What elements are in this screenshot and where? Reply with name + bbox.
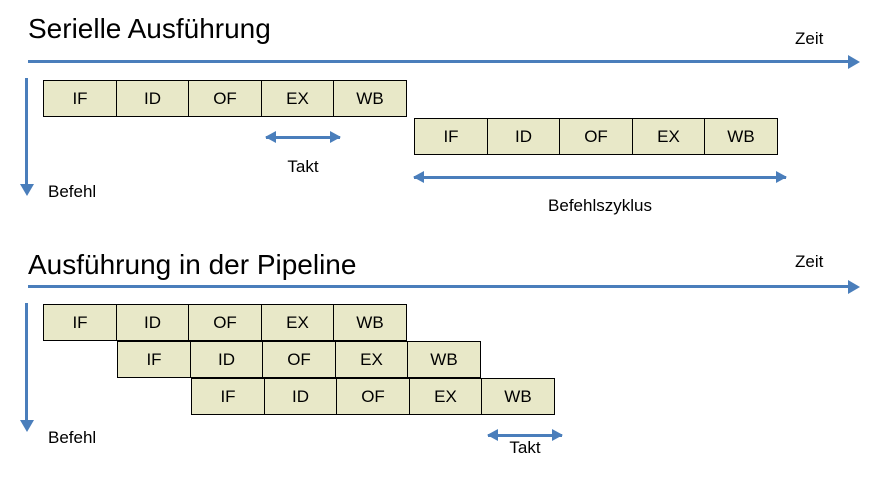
pipeline-stage-cell[interactable]: ID [115,80,190,117]
pipeline-stage-cell[interactable]: WB [704,118,778,155]
pipeline-stage-cell[interactable]: IF [191,378,265,415]
pipeline-stage-cell[interactable]: EX [260,304,335,341]
time-axis-arrowhead-pipeline [848,279,860,294]
measure-bar [266,136,340,139]
time-axis-line-pipeline [28,285,850,288]
instruction-axis-label-serial: Befehl [48,182,97,201]
pipeline-stage-cell[interactable]: WB [407,341,481,378]
measure-arrowhead-left [487,428,498,441]
instruction-axis-line-serial [25,78,28,186]
instruction-axis-label-pipeline: Befehl [48,428,97,447]
instruction-row: IF ID OF EX WB [117,341,481,378]
pipeline-stage-cell[interactable]: OF [188,304,262,341]
instruction-axis-arrowhead-pipeline [19,420,34,432]
measure-label-takt-serial: Takt [287,157,319,176]
instruction-axis-line-pipeline [25,303,28,422]
measure-arrowhead-right [330,130,341,143]
pipeline-stage-cell[interactable]: OF [559,118,633,155]
measure-arrowhead-left [265,130,276,143]
measure-label-takt-pipeline: Takt [509,438,541,457]
measure-arrowhead-right [776,170,787,183]
pipeline-stage-cell[interactable]: OF [336,378,410,415]
pipeline-stage-cell[interactable]: IF [117,341,191,378]
time-axis-arrowhead-serial [848,54,860,69]
instruction-row: IF ID OF EX WB [191,378,555,415]
pipeline-stage-cell[interactable]: EX [260,80,335,117]
pipeline-stage-cell[interactable]: EX [631,118,706,155]
instruction-row: IF ID OF EX WB [43,80,407,117]
pipeline-stage-cell[interactable]: OF [188,80,262,117]
pipeline-stage-cell[interactable]: ID [189,341,264,378]
instruction-row: IF ID OF EX WB [43,304,407,341]
pipeline-stage-cell[interactable]: WB [333,80,407,117]
time-axis-line-serial [28,60,850,63]
section-title-pipeline: Ausführung in der Pipeline [28,249,357,280]
measure-arrowhead-right [552,428,563,441]
pipeline-stage-cell[interactable]: IF [414,118,488,155]
pipeline-stage-cell[interactable]: ID [115,304,190,341]
pipeline-stage-cell[interactable]: EX [334,341,409,378]
measure-label-befehlszyklus: Befehlszyklus [548,196,652,215]
pipeline-stage-cell[interactable]: ID [263,378,338,415]
pipeline-stage-cell[interactable]: WB [333,304,407,341]
pipeline-stage-cell[interactable]: ID [486,118,561,155]
pipeline-stage-cell[interactable]: WB [481,378,555,415]
time-axis-label-serial: Zeit [795,29,824,48]
section-serial-execution: Serielle Ausführung Zeit Befehl IF ID OF… [0,0,887,240]
pipeline-stage-cell[interactable]: EX [408,378,483,415]
instruction-axis-arrowhead-serial [19,184,34,196]
section-pipeline-execution: Ausführung in der Pipeline Zeit Befehl I… [0,240,887,483]
measure-bar [414,176,786,179]
measure-arrowhead-left [413,170,424,183]
pipeline-stage-cell[interactable]: IF [43,304,117,341]
measure-bar [488,434,562,437]
section-title-serial: Serielle Ausführung [28,13,271,44]
time-axis-label-pipeline: Zeit [795,252,824,271]
instruction-row: IF ID OF EX WB [414,118,778,155]
pipeline-stage-cell[interactable]: OF [262,341,336,378]
pipeline-stage-cell[interactable]: IF [43,80,117,117]
